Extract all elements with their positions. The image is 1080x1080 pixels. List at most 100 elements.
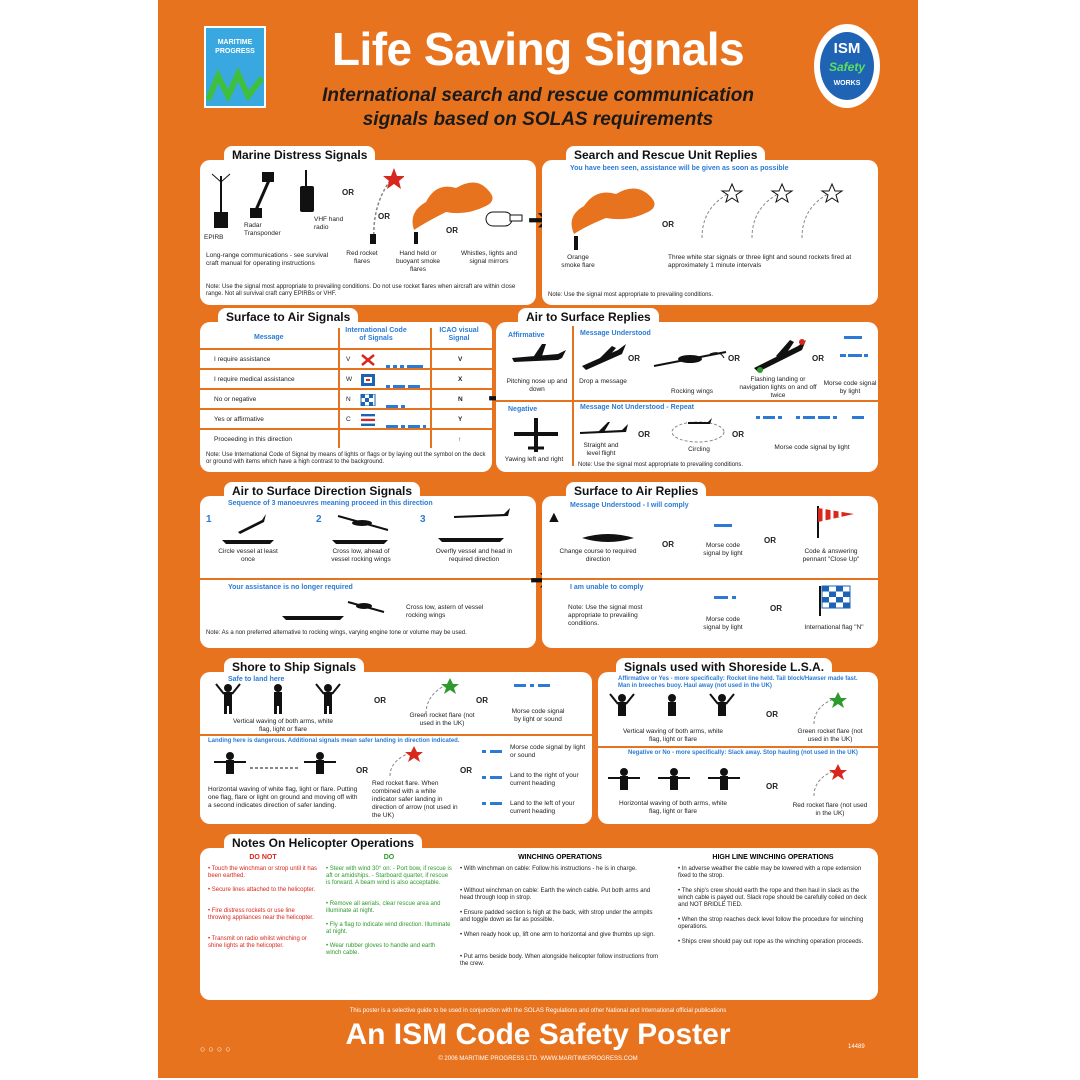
cross-ahead-icon	[332, 515, 389, 544]
air-surface-replies-panel	[496, 322, 878, 472]
red-rocket-label: Red rocket flare. When combined with a w…	[372, 780, 458, 819]
copyright: © 2006 MARITIME PROGRESS LTD. WWW.MARITI…	[438, 1056, 638, 1062]
smoke-flare-icon	[412, 182, 493, 244]
flag-w-icon	[361, 374, 375, 386]
morse-k-icon	[514, 684, 550, 687]
horizontal-waving-label: Horizontal waving of white flag, light o…	[208, 786, 358, 809]
step-2-number: 2	[316, 514, 322, 525]
morse-label: Morse code signal by light or sound	[511, 708, 565, 723]
vhf-radio-icon	[300, 170, 314, 212]
morse-n-icon	[714, 596, 736, 599]
row-icao: N	[458, 396, 463, 403]
orange-smoke-label: Orange smoke flare	[561, 254, 595, 269]
row-code-mark	[360, 373, 376, 391]
long-range-text: Long-range communications - see survival…	[206, 252, 329, 267]
surface-air-replies-title: Surface to Air Replies	[566, 482, 707, 500]
vertical-waving-label: Vertical waving of both arms, white flag…	[232, 718, 334, 733]
table-header-message: Message	[254, 334, 284, 341]
row-message: Yes or affirmative	[214, 416, 264, 423]
marine-distress-title: Marine Distress Signals	[224, 146, 376, 164]
shore-ship-panel	[200, 672, 592, 824]
morse-rpt-icon	[756, 416, 864, 419]
circling-label: Circling	[688, 446, 710, 453]
negative-lsa-label: Negative or No - more specifically: Slac…	[628, 750, 858, 756]
msg-understood-label: Message Understood	[580, 330, 651, 337]
ism-safety-logo: ISM Safety WORKS	[814, 24, 880, 108]
list-item: • Remove all aerials, clear rescue area …	[326, 901, 441, 914]
cross-astern-icon	[282, 601, 385, 620]
or-label: OR	[766, 710, 778, 719]
or-label: OR	[378, 212, 390, 221]
list-item: • Without winchman on cable: Earth the w…	[460, 888, 651, 901]
list-item: • Touch the winchman or strop until it h…	[208, 866, 318, 879]
surface-air-note: Note: Use International Code of Signal b…	[206, 452, 486, 465]
morse-rpt-label: Morse code signal by light	[774, 444, 850, 451]
whistles-label: Whistles, lights and signal mirrors	[461, 250, 517, 265]
lsa-red-rocket-icon	[813, 764, 847, 797]
list-item: • Secure lines attached to the helicopte…	[208, 887, 316, 893]
or-label: OR	[728, 354, 740, 363]
replies-divider	[542, 578, 878, 580]
straight-label: Straight and level flight	[583, 442, 619, 457]
aircraft-flashing-icon	[754, 339, 806, 373]
code-pennant-label: Code & answering pennant "Close Up"	[802, 548, 860, 563]
list-item: • In adverse weather the cable may be lo…	[678, 866, 862, 879]
shoreside-lsa-panel	[598, 672, 878, 824]
flag-n-label: International flag "N"	[804, 624, 864, 631]
row-morse	[386, 397, 426, 415]
lsa-vertical-figures-icon	[609, 693, 735, 716]
table-row: Proceeding in this direction↑	[200, 428, 492, 450]
air-surface-dir-sub: Sequence of 3 manoeuvres meaning proceed…	[228, 500, 433, 507]
row-message: Proceeding in this direction	[214, 436, 293, 443]
lsa-horizontal-figures-icon	[608, 768, 740, 790]
comply-label: Message Understood - I will comply	[570, 502, 689, 509]
row-message: I require assistance	[214, 356, 271, 363]
shore-ship-title: Shore to Ship Signals	[224, 658, 365, 676]
row-icao: Y	[458, 416, 463, 423]
or-label: OR	[446, 226, 458, 235]
overfly-icon	[438, 508, 510, 542]
list-item: • Transmit on radio whilst winching or s…	[208, 936, 307, 949]
lsa-divider	[598, 746, 878, 748]
lsa-red-label: Red rocket flare (not used in the UK)	[792, 802, 868, 817]
morse-r-icon	[840, 336, 868, 357]
row-code-mark	[360, 413, 376, 431]
epirb-label: EPIRB	[204, 234, 224, 241]
aircraft-yawing-icon	[514, 418, 558, 452]
ship-course-icon	[582, 534, 634, 542]
morse-r-label: Morse code signal by light	[823, 380, 877, 395]
change-course-label: Change course to required direction	[559, 548, 637, 563]
flashing-label: Flashing landing or navigation lights on…	[739, 376, 817, 399]
answering-pennant-icon	[817, 506, 854, 538]
arrow-up-icon: ▲	[546, 509, 562, 526]
negative-label: Negative	[508, 406, 538, 413]
row-code-mark	[360, 393, 376, 411]
or-label: OR	[732, 430, 744, 439]
aircraft-circling-icon	[671, 418, 725, 443]
flag-n-small-icon	[360, 393, 376, 407]
step-2-text: Cross low, ahead of vessel rocking wings	[331, 548, 391, 563]
list-item: • Put arms beside body. When alongside h…	[460, 954, 659, 967]
row-message: No or negative	[214, 396, 257, 403]
epirb-icon	[211, 173, 231, 228]
surface-air-replies-panel	[542, 496, 878, 648]
do-not-heading: DO NOT	[249, 854, 277, 861]
list-item: • Steer with wind 30° on: - Port bow, if…	[326, 866, 452, 886]
star-signals-icon	[701, 182, 844, 239]
or-label: OR	[638, 430, 650, 439]
highline-heading: HIGH LINE WINCHING OPERATIONS	[712, 854, 834, 861]
yawing-label: Yawing left and right	[504, 456, 564, 463]
morse-t-icon	[714, 524, 732, 527]
pitching-label: Pitching nose up and down	[506, 378, 568, 393]
aircraft-drop-icon	[582, 344, 626, 370]
morse2-label: Morse code signal by light or sound	[510, 744, 586, 759]
or-label: OR	[764, 536, 776, 545]
or-label: OR	[342, 188, 354, 197]
morse-direction-icon	[482, 750, 502, 805]
step-1-text: Circle vessel at least once	[218, 548, 278, 563]
row-icao: X	[458, 376, 463, 383]
red-rocket-label: Red rocket flares	[346, 250, 378, 265]
cross-astern-label: Cross low, astern of vessel rocking wing…	[406, 604, 484, 619]
